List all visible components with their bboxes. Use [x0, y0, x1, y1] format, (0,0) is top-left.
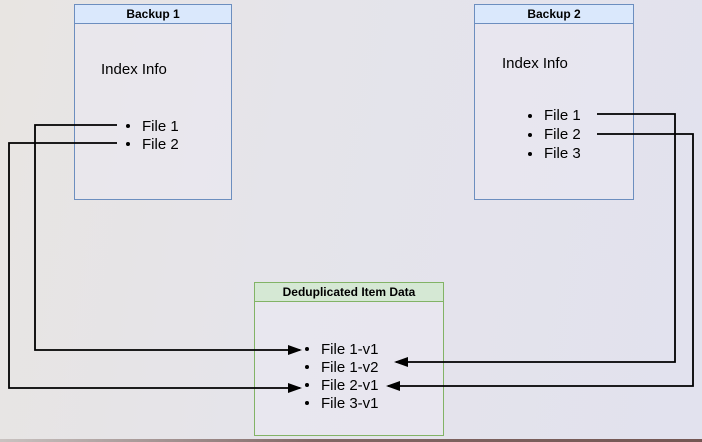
dedup-item: File 1-v1 — [255, 340, 443, 358]
backup1-header: Backup 1 — [75, 5, 231, 24]
file-label: File 2-v1 — [321, 376, 379, 394]
backup1-file-list: File 1 File 2 — [75, 117, 231, 153]
backup1-box: Backup 1 Index Info File 1 File 2 — [74, 4, 232, 200]
backup2-box: Backup 2 Index Info File 1 File 2 File 3 — [474, 4, 634, 200]
file-label: File 2 — [142, 135, 179, 153]
backup1-file-item: File 1 — [75, 117, 231, 135]
dedup-item-list: File 1-v1 File 1-v2 File 2-v1 File 3-v1 — [255, 340, 443, 412]
file-label: File 1 — [544, 107, 581, 124]
bullet-icon — [126, 124, 130, 128]
backup2-file-item: File 1 — [475, 106, 633, 125]
bullet-icon — [528, 113, 532, 118]
dedup-header: Deduplicated Item Data — [255, 283, 443, 302]
file-label: File 3-v1 — [321, 394, 379, 412]
file-label: File 2 — [544, 126, 581, 143]
backup1-file-item: File 2 — [75, 135, 231, 153]
bullet-icon — [305, 401, 309, 405]
backup2-file-item: File 3 — [475, 144, 633, 163]
dedup-item: File 3-v1 — [255, 394, 443, 412]
dedup-item: File 1-v2 — [255, 358, 443, 376]
backup2-file-item: File 2 — [475, 125, 633, 144]
backup2-header: Backup 2 — [475, 5, 633, 24]
dedup-box: Deduplicated Item Data File 1-v1 File 1-… — [254, 282, 444, 436]
file-label: File 1-v1 — [321, 340, 379, 358]
bullet-icon — [528, 151, 532, 156]
backup1-index-info-label: Index Info — [101, 61, 167, 78]
bullet-icon — [305, 347, 309, 351]
bullet-icon — [305, 383, 309, 387]
file-label: File 1 — [142, 117, 179, 135]
screen-bottom-edge — [0, 439, 702, 442]
dedup-item: File 2-v1 — [255, 376, 443, 394]
bullet-icon — [528, 132, 532, 137]
bullet-icon — [305, 365, 309, 369]
file-label: File 1-v2 — [321, 358, 379, 376]
bullet-icon — [126, 142, 130, 146]
file-label: File 3 — [544, 145, 581, 162]
backup2-file-list: File 1 File 2 File 3 — [475, 106, 633, 163]
backup2-index-info-label: Index Info — [502, 55, 568, 72]
